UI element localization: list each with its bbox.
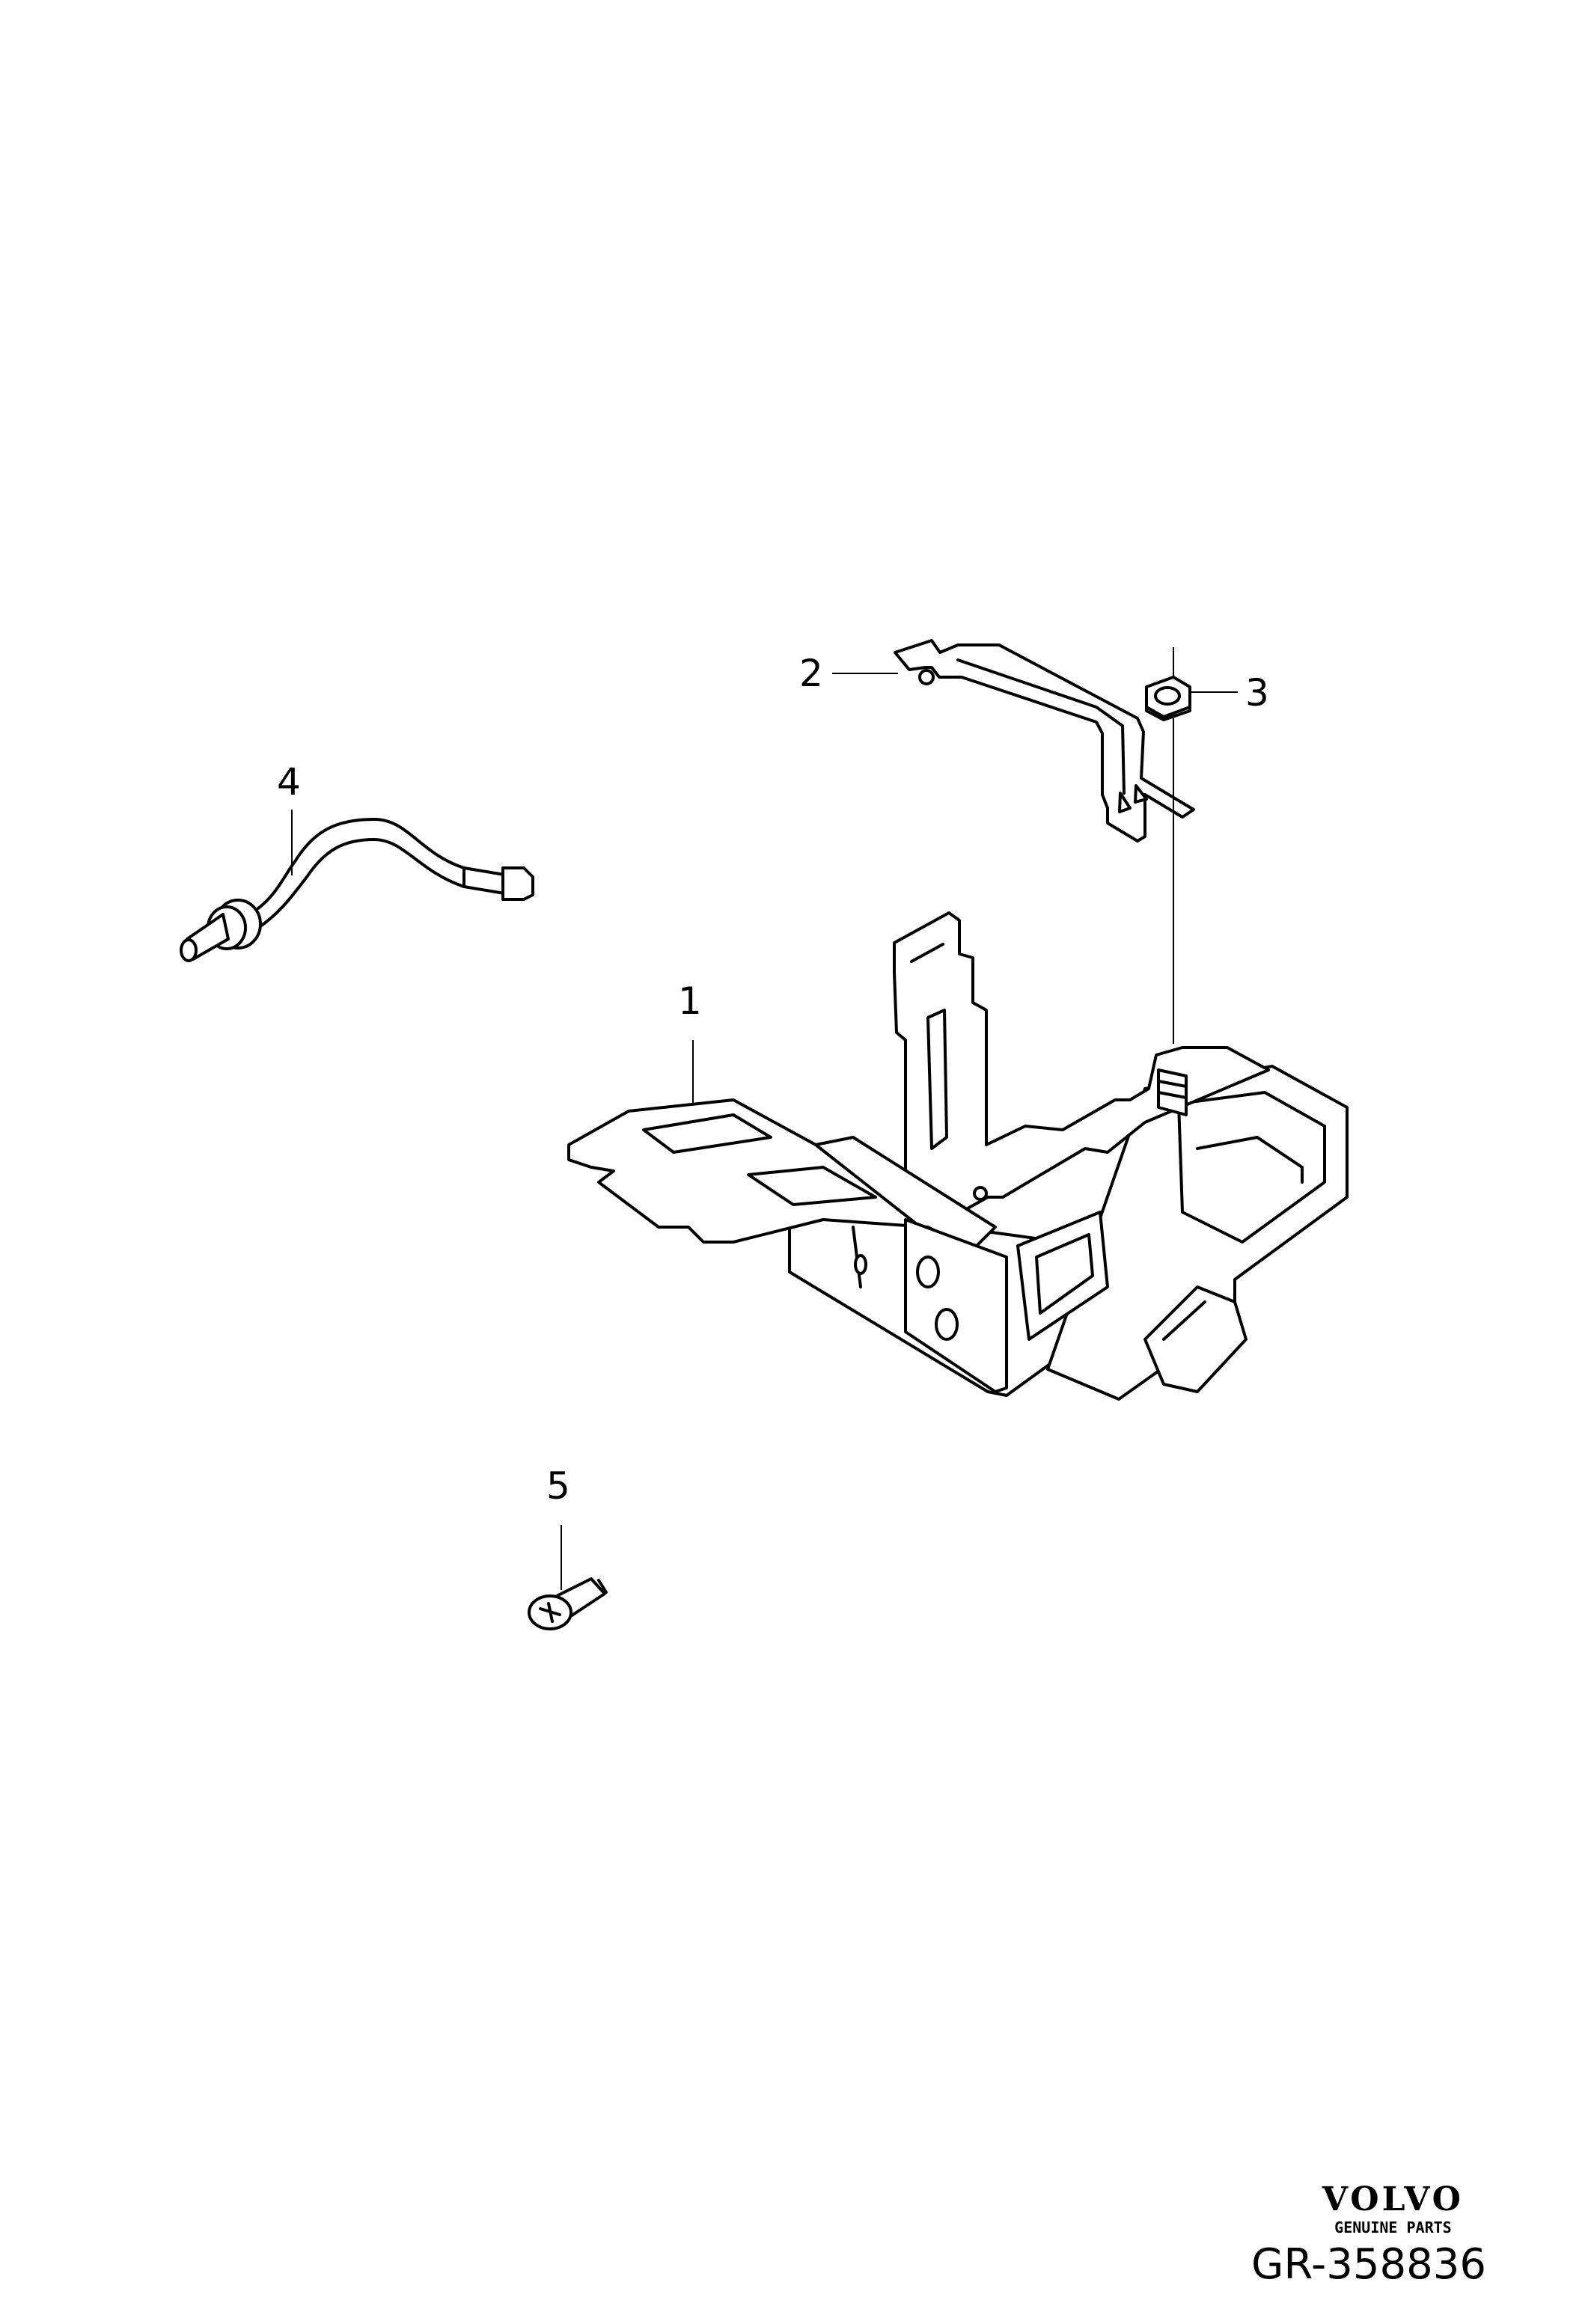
volvo-logo: VOLVO [1322, 2180, 1464, 2218]
screw-part-5 [528, 1577, 608, 1630]
callout-4: 4 [277, 760, 301, 804]
hose-part-4 [180, 818, 534, 962]
volvo-brand-block: VOLVO GENUINE PARTS [1322, 2182, 1464, 2237]
genuine-parts-tagline: GENUINE PARTS [1334, 2218, 1452, 2236]
strap-bracket-part-2 [894, 639, 1195, 843]
flange-nut-part-3 [1145, 676, 1191, 721]
diagram-reference-code: GR-358836 [1250, 2240, 1486, 2289]
main-bracket-part-1 [567, 911, 1349, 1401]
callout-1: 1 [678, 979, 702, 1023]
callout-3: 3 [1245, 671, 1269, 715]
callout-5: 5 [546, 1464, 570, 1508]
callout-2: 2 [799, 652, 823, 695]
